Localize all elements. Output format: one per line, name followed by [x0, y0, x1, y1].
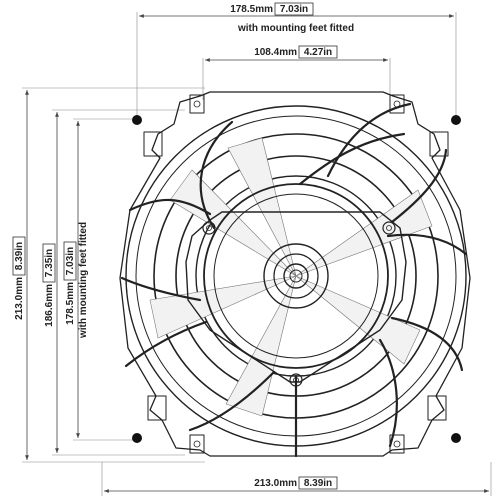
- top-width-note-label: with mounting feet fitted: [237, 23, 354, 34]
- extension-lines: [22, 12, 492, 496]
- tab-hole-bottom-right: [393, 440, 401, 448]
- dimension-label-bottom: 213.0mm 8.39in: [254, 476, 338, 490]
- body-height-in-label: 7.35in: [44, 249, 55, 277]
- mount-height-in-label: 7.03in: [65, 247, 76, 275]
- left-height-unit-box: [12, 236, 26, 276]
- mount-height-mm-label: 178.5mm: [65, 282, 76, 325]
- top-width-mm-label: 178.5mm: [230, 4, 273, 15]
- mounting-holes: [132, 115, 461, 443]
- motor-housing-outer: [203, 183, 389, 369]
- motor-bolt-right: [382, 221, 396, 235]
- guard-spokes: [120, 102, 468, 458]
- fan-housing-outline: [119, 91, 471, 457]
- motor-bolt-left: [202, 221, 216, 235]
- motor-housing-inner: [213, 193, 379, 359]
- mount-height-unit-box: [63, 241, 77, 281]
- mounting-hole-bottom-left: [132, 433, 142, 443]
- fan-blades: [149, 137, 433, 417]
- bottom-width-in-label: 8.39in: [304, 478, 332, 489]
- body-height-unit-box: [42, 243, 56, 283]
- dimension-label-top: 178.5mm 7.03in with mounting feet fitted: [230, 2, 354, 34]
- fan-assembly: [119, 91, 471, 458]
- mounting-hole-top-left: [132, 115, 142, 125]
- left-height-mm-label: 213.0mm: [14, 277, 25, 320]
- tab-bottom-left: [189, 434, 205, 454]
- hub-width-unit-box: [298, 45, 338, 59]
- tab-right-upper: [429, 131, 449, 157]
- top-width-in-label: 7.03in: [280, 4, 308, 15]
- mounting-hole-bottom-right: [451, 433, 461, 443]
- dimension-label-body-height: 186.6mm 7.35in: [42, 243, 56, 327]
- dimension-label-left-height: 213.0mm 8.39in: [12, 236, 26, 320]
- bottom-width-mm-label: 213.0mm: [254, 478, 297, 489]
- mount-height-note-label: with mounting feet fitted: [78, 222, 89, 339]
- dimension-label-mount-height: 178.5mm 7.03in: [63, 241, 77, 325]
- tab-hole-bottom-left: [193, 440, 201, 448]
- mounting-hole-top-right: [451, 115, 461, 125]
- dimension-lines: [25, 14, 489, 493]
- tab-right-lower: [427, 395, 447, 421]
- motor-bolt-bottom: [289, 373, 303, 387]
- tab-hole-top-left: [193, 100, 201, 108]
- top-width-unit-box: [274, 2, 314, 16]
- tab-top-left: [189, 94, 205, 114]
- left-height-in-label: 8.39in: [14, 242, 25, 270]
- bottom-width-unit-box: [298, 476, 338, 490]
- body-height-mm-label: 186.6mm: [44, 284, 55, 327]
- dimension-label-hub: 108.4mm 4.27in: [254, 45, 338, 59]
- tab-top-right: [389, 94, 405, 114]
- motor-boss-ring: [263, 243, 329, 309]
- motor-boss-inner: [273, 253, 319, 299]
- hub-width-mm-label: 108.4mm: [254, 47, 297, 58]
- hub-width-in-label: 4.27in: [304, 47, 332, 58]
- motor-shaft: [283, 263, 309, 289]
- motor-shaft-center: [289, 269, 303, 283]
- tab-left-lower: [147, 395, 167, 421]
- tab-left-upper: [143, 131, 163, 157]
